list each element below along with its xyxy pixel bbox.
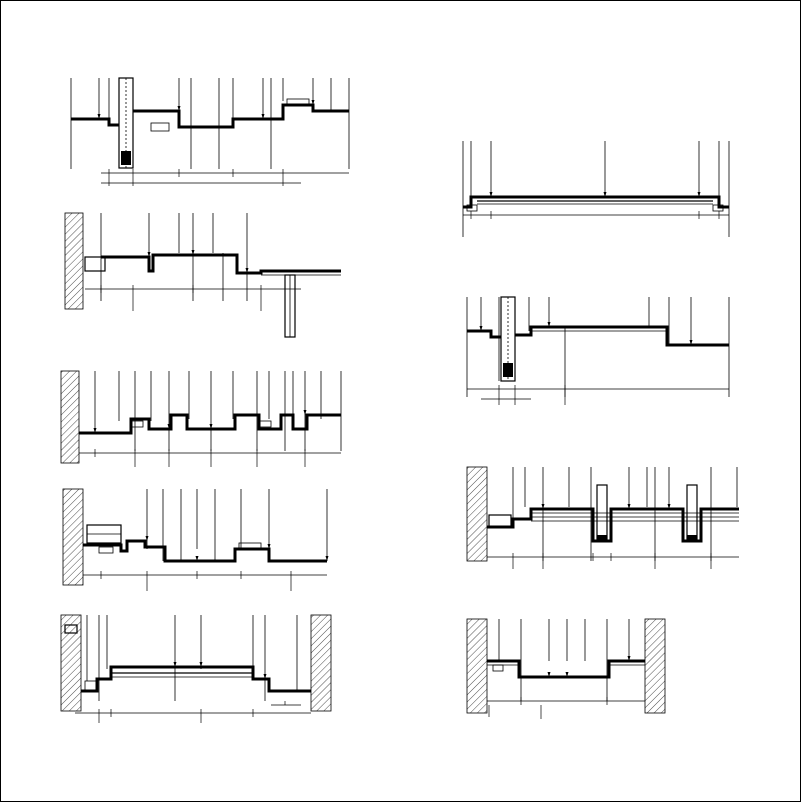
detail-1: [70, 77, 350, 186]
detail-7: [466, 296, 730, 405]
detail-6: [462, 141, 730, 237]
wall-hatch: [64, 212, 84, 310]
detail-8: [466, 466, 739, 569]
detail-4: [62, 488, 329, 591]
detail-3: [60, 370, 342, 467]
detail-9: [466, 618, 666, 719]
detail-5: [60, 614, 332, 723]
detail-2: [64, 212, 341, 338]
